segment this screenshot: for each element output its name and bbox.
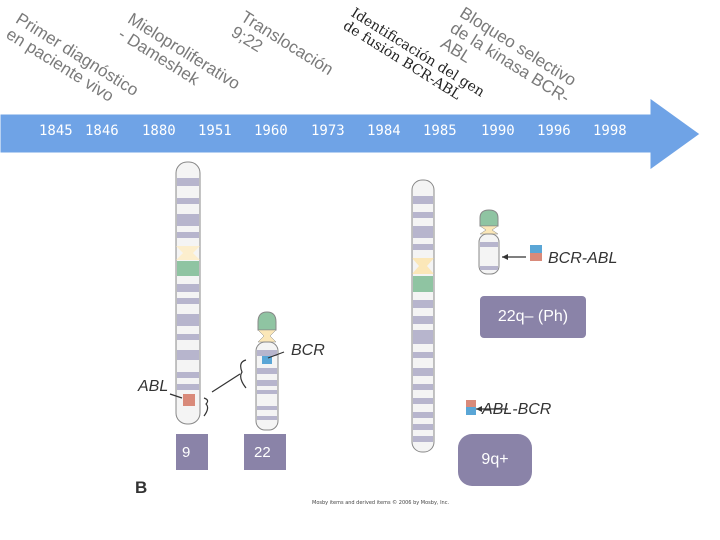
chromosome-22 xyxy=(255,311,279,431)
bcr-gene-segment xyxy=(262,356,272,364)
year-1846: 1846 xyxy=(85,123,119,139)
bcr-label: BCR xyxy=(291,342,325,359)
year-1845: 1845 xyxy=(39,123,73,139)
year-1973: 1973 xyxy=(311,123,345,139)
year-1984: 1984 xyxy=(367,123,401,139)
chromosome-22-chip: 22 xyxy=(244,434,286,470)
bcr-abl-fusion-bcr xyxy=(530,245,542,253)
abl-bcr-fusion-abl xyxy=(466,400,476,407)
chromosome-9 xyxy=(175,161,201,425)
year-1951: 1951 xyxy=(198,123,232,139)
abl-bcr-label: ABL-BCR xyxy=(482,401,552,418)
chromosome-9q-plus xyxy=(411,179,435,453)
copyright-credit: Mosby items and derived items © 2006 by … xyxy=(312,500,450,506)
year-1985: 1985 xyxy=(423,123,457,139)
chromosome-9-chip: 9 xyxy=(176,434,208,470)
year-1880: 1880 xyxy=(142,123,176,139)
year-1960: 1960 xyxy=(254,123,288,139)
chromosome-9-label: 9 xyxy=(182,443,191,461)
bcr-abl-label: BCR-ABL xyxy=(548,250,618,267)
chromosome-22-label: 22 xyxy=(254,443,271,461)
philadelphia-chip: 22q– (Ph) xyxy=(480,296,586,338)
philadelphia-label: 22q– (Ph) xyxy=(497,308,569,325)
chromosome-9q-chip: 9q+ xyxy=(458,434,532,486)
panel-label: B xyxy=(135,478,148,497)
abl-label: ABL xyxy=(138,378,169,395)
year-1996: 1996 xyxy=(537,123,571,139)
year-1990: 1990 xyxy=(481,123,515,139)
abl-gene-segment xyxy=(183,394,195,406)
abl-bcr-fusion-bcr xyxy=(466,407,476,415)
chromosome-9q-label: 9q+ xyxy=(481,451,509,468)
bcr-abl-fusion-abl xyxy=(530,253,542,261)
philadelphia-chromosome xyxy=(478,209,500,275)
year-1998: 1998 xyxy=(593,123,627,139)
